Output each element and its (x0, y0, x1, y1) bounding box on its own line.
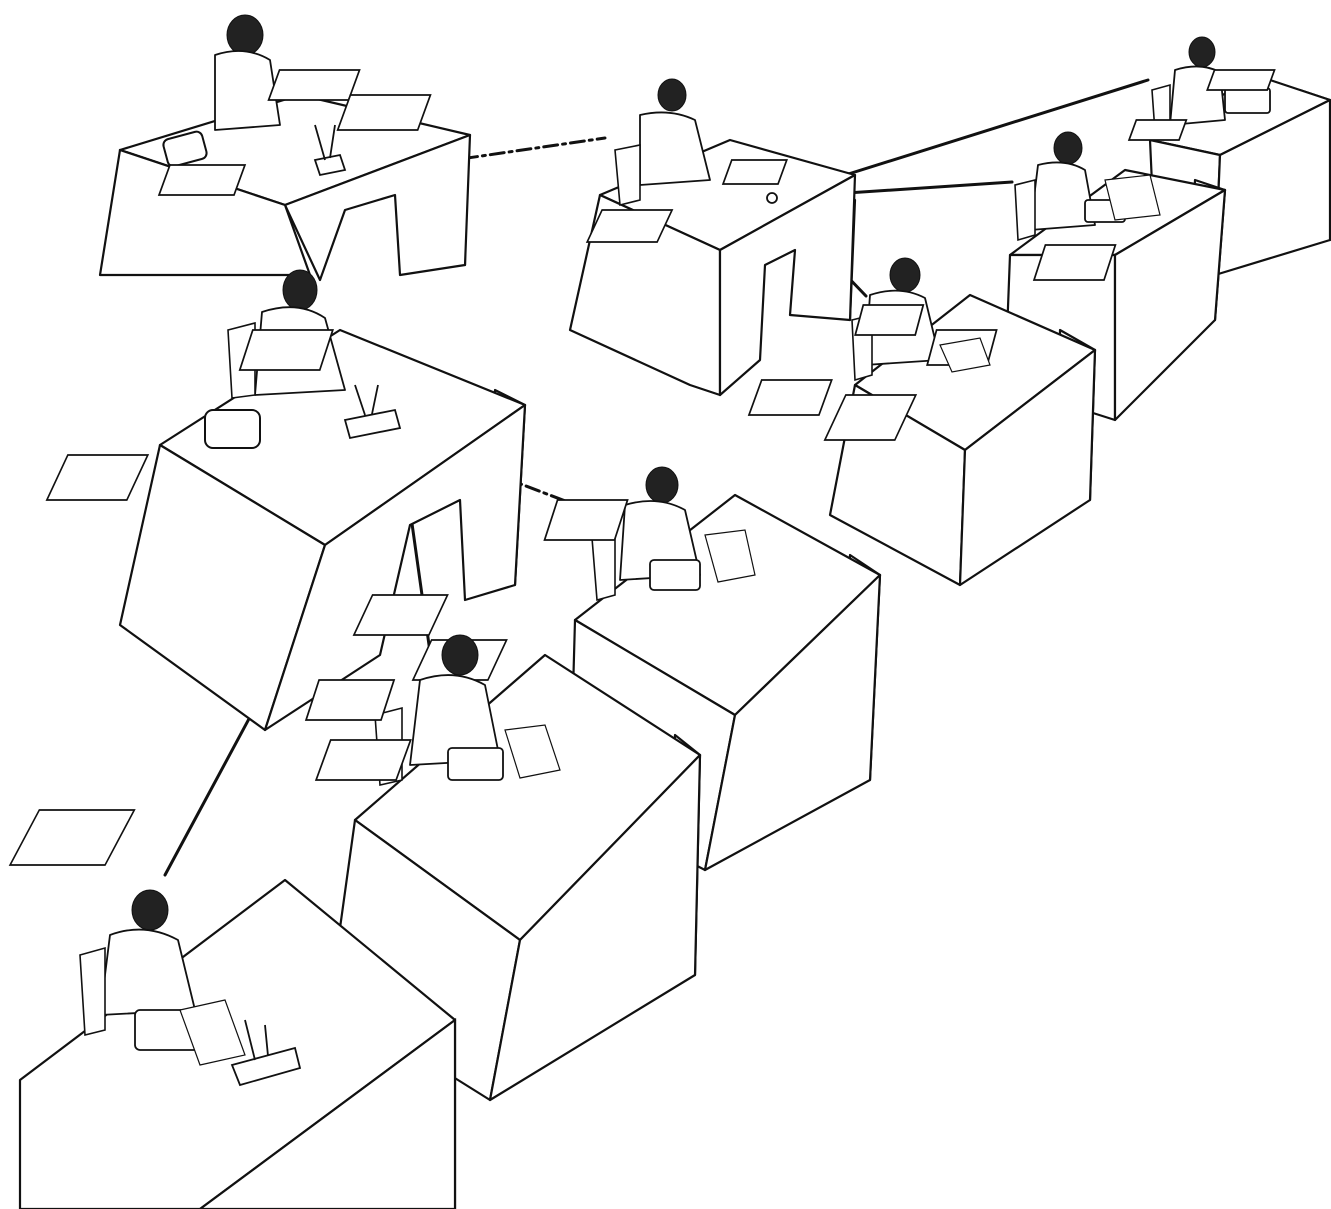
typewriter-icon (650, 560, 700, 590)
chair (615, 145, 640, 205)
folder-stack (306, 680, 394, 720)
folder-stack (723, 160, 787, 184)
chair (80, 948, 105, 1035)
folder-stack (1129, 120, 1186, 140)
worker-head (442, 635, 478, 675)
paper-sheet (1105, 175, 1160, 220)
folder-stack (338, 95, 431, 130)
worker-head (890, 258, 920, 292)
chair (592, 532, 615, 600)
folder-stack (1207, 70, 1274, 90)
worker (215, 15, 280, 130)
worker-torso (100, 930, 195, 1015)
folder-stack (545, 500, 628, 540)
folder-stack (269, 70, 360, 100)
worker-head (283, 270, 317, 310)
worker-head (227, 15, 263, 55)
folder-stack (159, 165, 245, 195)
folder-stack (749, 380, 832, 415)
folder-stack (10, 810, 134, 865)
worker (1015, 132, 1095, 240)
folder-stack (587, 210, 672, 242)
worker-head (1189, 37, 1215, 67)
folder-stack (240, 330, 333, 370)
folder-stack (1034, 245, 1115, 280)
worker-head (1054, 132, 1082, 164)
worker-head (658, 79, 686, 111)
desk-far-left-manager (100, 15, 470, 280)
worker-head (132, 890, 168, 930)
telephone-icon (205, 410, 260, 448)
worker-torso (640, 112, 710, 185)
typewriter-icon (448, 748, 503, 780)
folder-stack (316, 740, 411, 780)
pen-stand-icon (767, 193, 777, 203)
desk-top-center-clerk (570, 79, 855, 395)
folder-stack (855, 305, 923, 335)
typewriter-icon (1225, 88, 1270, 113)
chair (1015, 180, 1035, 240)
worker-head (646, 467, 678, 503)
worker-torso (215, 51, 280, 130)
folder-stack (47, 455, 148, 500)
